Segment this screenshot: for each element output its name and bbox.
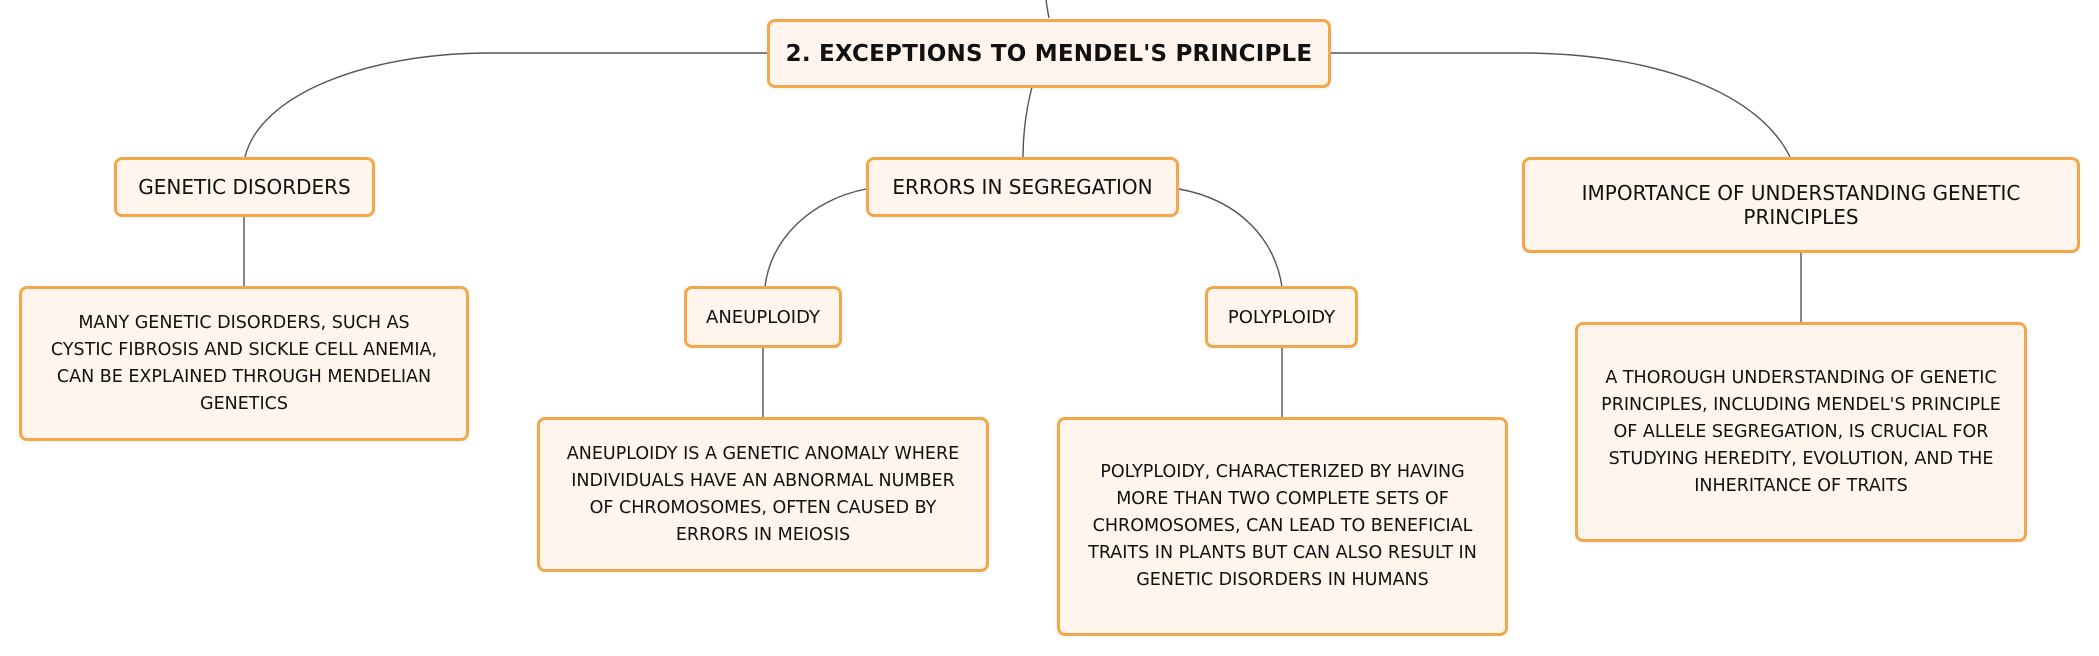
connector-root-to-importance bbox=[1331, 52, 1791, 158]
polyploidy-detail-text: POLYPLOIDY, CHARACTERIZED BY HAVING MORE… bbox=[1088, 462, 1477, 590]
polyploidy-detail-node[interactable]: POLYPLOIDY, CHARACTERIZED BY HAVING MORE… bbox=[1057, 417, 1508, 636]
genetic-disorders-detail-node[interactable]: MANY GENETIC DISORDERS, SUCH AS CYSTIC F… bbox=[19, 286, 469, 441]
polyploidy-label: POLYPLOIDY bbox=[1227, 306, 1336, 328]
polyploidy-node[interactable]: POLYPLOIDY bbox=[1205, 286, 1358, 348]
aneuploidy-detail-text: ANEUPLOIDY IS A GENETIC ANOMALY WHERE IN… bbox=[566, 443, 960, 545]
connector-errors-to-polyploidy bbox=[1178, 188, 1283, 288]
genetic-disorders-label: GENETIC DISORDERS bbox=[138, 175, 351, 199]
connector-root-to-errors-in-segregation bbox=[1022, 86, 1033, 158]
aneuploidy-detail-node[interactable]: ANEUPLOIDY IS A GENETIC ANOMALY WHERE IN… bbox=[537, 417, 989, 572]
connector-root-to-genetic-disorders bbox=[244, 52, 767, 158]
aneuploidy-label: ANEUPLOIDY bbox=[706, 306, 820, 328]
importance-detail-node[interactable]: A THOROUGH UNDERSTANDING OF GENETIC PRIN… bbox=[1575, 322, 2027, 542]
root-topic-label: 2. EXCEPTIONS TO MENDEL'S PRINCIPLE bbox=[785, 40, 1313, 67]
aneuploidy-node[interactable]: ANEUPLOIDY bbox=[684, 286, 842, 348]
importance-label: IMPORTANCE OF UNDERSTANDING GENETIC PRIN… bbox=[1581, 181, 2021, 229]
connector-parent-to-root bbox=[1045, 0, 1050, 19]
root-topic-node[interactable]: 2. EXCEPTIONS TO MENDEL'S PRINCIPLE bbox=[767, 19, 1331, 88]
importance-node[interactable]: IMPORTANCE OF UNDERSTANDING GENETIC PRIN… bbox=[1522, 157, 2080, 253]
connector-errors-to-aneuploidy bbox=[764, 188, 867, 288]
errors-in-segregation-label: ERRORS IN SEGREGATION bbox=[892, 175, 1153, 199]
errors-in-segregation-node[interactable]: ERRORS IN SEGREGATION bbox=[866, 157, 1179, 217]
genetic-disorders-detail-text: MANY GENETIC DISORDERS, SUCH AS CYSTIC F… bbox=[50, 312, 438, 414]
importance-detail-text: A THOROUGH UNDERSTANDING OF GENETIC PRIN… bbox=[1601, 367, 2001, 496]
genetic-disorders-node[interactable]: GENETIC DISORDERS bbox=[114, 157, 375, 217]
